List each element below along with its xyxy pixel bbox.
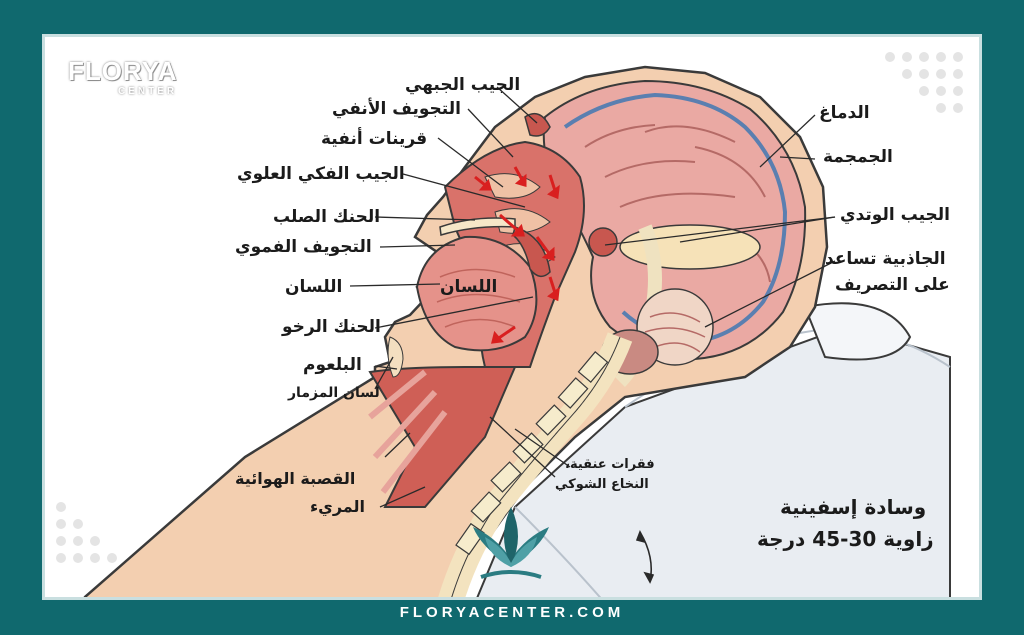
footer-url[interactable]: FLORYACENTER.COM xyxy=(399,604,625,621)
wedge-pillow xyxy=(476,302,951,597)
anatomy-diagram xyxy=(56,52,963,597)
angle-arrow xyxy=(635,530,655,584)
label-gravity-line2: على التصريف xyxy=(835,275,950,295)
frontal-sinus-shape xyxy=(524,112,551,137)
brand-logo: FLORYA xyxy=(68,56,178,86)
label-gravity-line1: الجاذبية تساعد xyxy=(825,249,946,269)
leader-lines xyxy=(349,86,836,508)
cervical-spine xyxy=(438,332,633,597)
lotus-logo-icon xyxy=(473,507,549,579)
brand-logo-sub: CENTER xyxy=(118,86,178,97)
label-vertebrae-line1: فقرات عنقية، xyxy=(565,457,655,472)
decor-dots-top xyxy=(885,52,963,113)
diagram-panel: الجيب الجبهي التجويف الأنفي قرينات أنفية… xyxy=(42,34,982,600)
label-epiglottis: لسان المزمار xyxy=(288,385,380,401)
soft-palate-shape xyxy=(512,226,551,278)
label-oral-cavity: التجويف الفموي xyxy=(235,237,372,257)
airflow-arrows xyxy=(474,166,560,344)
label-maxillary-sinus: الجيب الفكي العلوي xyxy=(237,164,405,184)
label-tongue-inner: اللسان xyxy=(440,277,498,297)
decor-dots-bottom xyxy=(56,502,117,563)
tongue-shape xyxy=(415,235,538,352)
pillow-caption-line2: زاوية 30-45 درجة xyxy=(757,527,934,551)
label-soft-palate: الحنك الرخو xyxy=(282,317,381,337)
label-tongue-outer: اللسان xyxy=(285,277,343,297)
label-brain: الدماغ xyxy=(819,103,870,123)
pillow-caption-line1: وسادة إسفينية xyxy=(780,495,927,519)
label-nasal-cavity: التجويف الأنفي xyxy=(332,99,461,119)
label-esophagus: المريء xyxy=(310,497,366,516)
label-frontal-sinus: الجيب الجبهي xyxy=(405,75,521,95)
label-pharynx: البلعوم xyxy=(303,355,362,375)
label-nasal-turbinates: قرينات أنفية xyxy=(321,129,428,149)
label-hard-palate: الحنك الصلب xyxy=(273,207,381,227)
label-skull: الجمجمة xyxy=(823,147,893,167)
label-trachea: القصبة الهوائية xyxy=(235,469,356,488)
label-sphenoid-sinus: الجيب الوتدي xyxy=(840,205,950,225)
label-vertebrae-line2: النخاع الشوكي xyxy=(555,477,649,492)
